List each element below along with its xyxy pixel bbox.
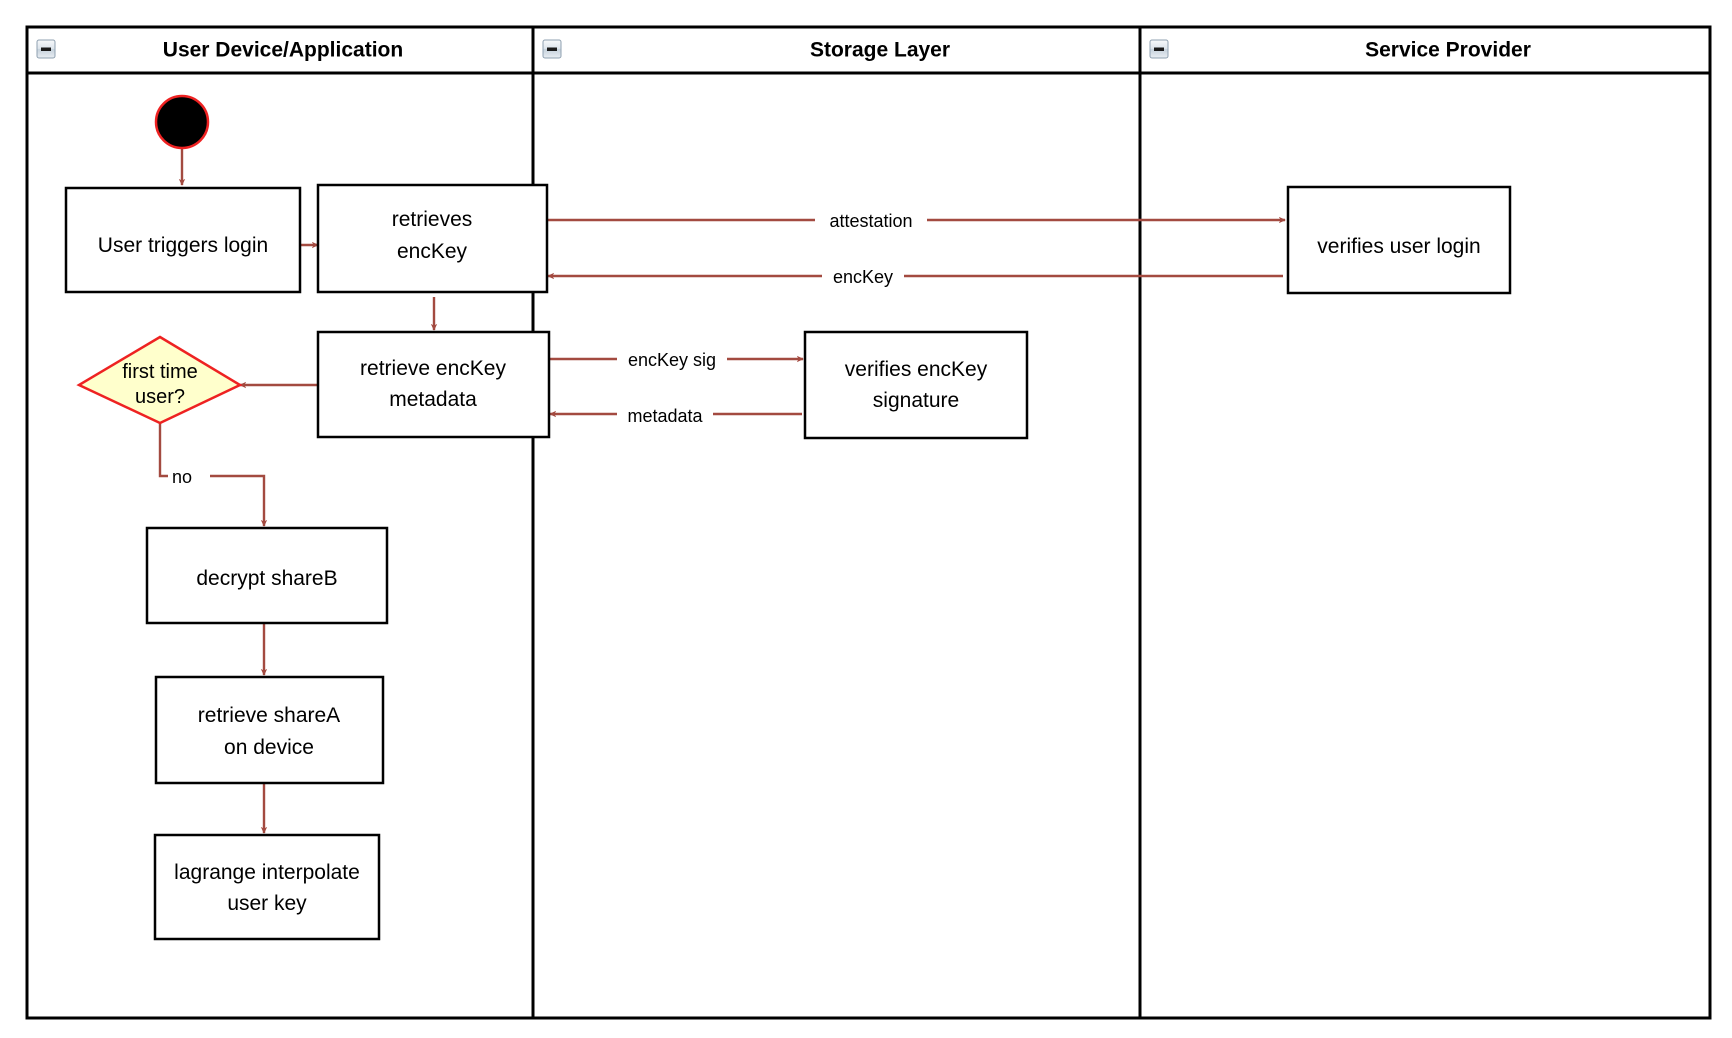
node-label-line-1: retrieve shareA <box>198 704 340 727</box>
edge-metadata-return-label-bg <box>617 404 713 427</box>
activity-box[interactable] <box>1286 185 1512 295</box>
node-label-line-2: signature <box>873 389 959 412</box>
activity-box[interactable] <box>145 526 389 625</box>
minus-glyph <box>547 47 557 51</box>
lane-collapse-icon-user-device[interactable] <box>36 39 56 59</box>
node-start[interactable] <box>154 94 210 150</box>
minus-glyph <box>41 47 51 51</box>
edge-decision-no-line <box>158 423 268 527</box>
edge-decision-no-label: no <box>172 467 192 487</box>
activity-box[interactable] <box>316 183 549 294</box>
edge-attestation-label: attestation <box>829 211 912 231</box>
node-verifies-user-login[interactable]: verifies user login <box>1286 185 1512 295</box>
edge-attestation-label-bg <box>815 209 927 232</box>
activity-box[interactable] <box>64 186 302 294</box>
activity-box[interactable] <box>316 330 551 439</box>
lane-title-storage: Storage Layer <box>810 39 950 62</box>
node-label-line-2: user? <box>135 386 185 408</box>
edge-enckey-sig-label-bg <box>617 348 727 371</box>
lane-header-service-provider: Service Provider <box>1149 39 1531 62</box>
node-label-line-1: verifies encKey <box>845 358 988 381</box>
node-label-line-1: retrieves <box>392 208 473 231</box>
node-label-line-2: user key <box>227 892 307 915</box>
node-label-line-1: User triggers login <box>98 234 268 257</box>
node-lagrange-interpolate-user-key[interactable]: lagrange interpolate user key <box>153 833 381 941</box>
node-retrieves-enckey[interactable]: retrieves encKey <box>316 183 549 294</box>
lane-header-user-device: User Device/Application <box>36 39 403 62</box>
edge-decision-no-label-bg <box>168 465 210 487</box>
activity-box[interactable] <box>153 833 381 941</box>
decision-diamond[interactable] <box>76 335 243 425</box>
node-label-line-2: on device <box>224 736 314 759</box>
minus-glyph <box>1154 47 1164 51</box>
node-label-line-1: verifies user login <box>1317 235 1480 258</box>
lane-title-service-provider: Service Provider <box>1365 39 1531 62</box>
node-label-line-1: retrieve encKey <box>360 357 506 380</box>
node-decrypt-shareb[interactable]: decrypt shareB <box>145 526 389 625</box>
node-label-line-1: first time <box>122 361 198 383</box>
edge-enckey-sig-label: encKey sig <box>628 350 716 370</box>
node-retrieve-enckey-metadata[interactable]: retrieve encKey metadata <box>316 330 551 439</box>
node-label-line-1: decrypt shareB <box>196 567 337 590</box>
edge-enckey-return-label: encKey <box>833 267 893 287</box>
edges: attestation encKey encKey sig metadata d… <box>158 140 1286 834</box>
edge-enckey-return-label-bg <box>822 265 904 288</box>
initial-node-icon[interactable] <box>154 94 210 150</box>
lane-collapse-icon-storage[interactable] <box>542 39 562 59</box>
node-label-line-2: encKey <box>397 240 468 263</box>
node-user-triggers-login[interactable]: User triggers login <box>64 186 302 294</box>
activity-box[interactable] <box>154 675 385 785</box>
node-label-line-2: metadata <box>389 388 477 411</box>
diagram-outer-border <box>25 25 1712 1020</box>
node-verifies-enckey-signature[interactable]: verifies encKey signature <box>803 330 1029 440</box>
node-first-time-user[interactable]: first time user? <box>76 335 243 425</box>
edge-metadata-return-label: metadata <box>627 406 703 426</box>
lane-title-user-device: User Device/Application <box>163 39 403 62</box>
lane-header-storage: Storage Layer <box>542 39 950 62</box>
lane-collapse-icon-service-provider[interactable] <box>1149 39 1169 59</box>
node-label-line-1: lagrange interpolate <box>174 861 360 884</box>
activity-box[interactable] <box>803 330 1029 440</box>
node-retrieve-sharea-on-device[interactable]: retrieve shareA on device <box>154 675 385 785</box>
